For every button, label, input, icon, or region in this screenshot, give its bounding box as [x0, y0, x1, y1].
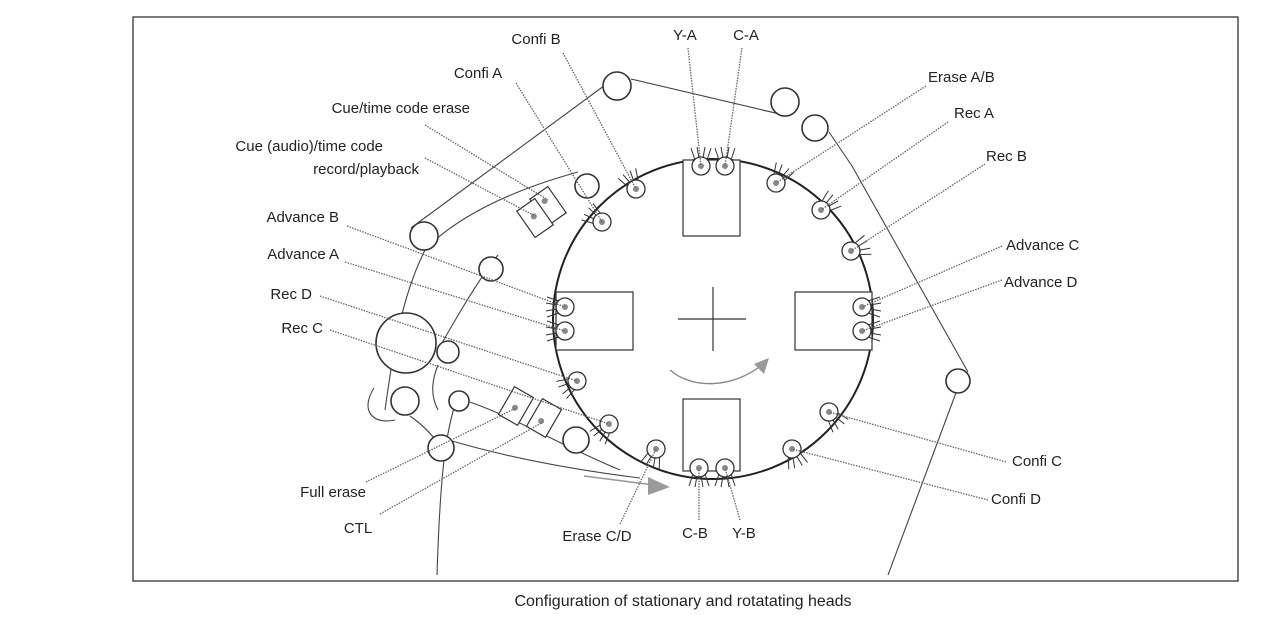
head-y-b: [714, 458, 736, 488]
head-c-a: [714, 146, 736, 176]
label-c-a: C-A: [733, 27, 759, 44]
label-advance-b: Advance B: [266, 209, 339, 226]
roller: [375, 312, 437, 374]
roller: [436, 340, 460, 364]
roller: [770, 87, 800, 117]
label-y-b: Y-B: [732, 525, 756, 542]
head-advance-b: [545, 296, 575, 318]
roller: [562, 426, 590, 454]
label-confi-b: Confi B: [511, 31, 560, 48]
head-drum: [552, 158, 874, 480]
label-rec-a: Rec A: [954, 105, 994, 122]
label-rec-d: Rec D: [270, 286, 312, 303]
label-confi-a: Confi A: [454, 65, 502, 82]
label-erase-ab: Erase A/B: [928, 69, 995, 86]
label-cue-record-line1: Cue (audio)/time code: [235, 138, 383, 155]
label-rec-b: Rec B: [986, 148, 1027, 165]
leader-lines: [319, 47, 1007, 525]
label-advance-a: Advance A: [267, 246, 339, 263]
cue-record-head: [515, 197, 555, 239]
tape-rollers: [375, 71, 971, 462]
head-advance-a: [545, 320, 575, 342]
roller: [409, 221, 439, 251]
roller: [602, 71, 632, 101]
label-advance-c: Advance C: [1006, 237, 1080, 254]
roller: [427, 434, 455, 462]
roller: [574, 173, 600, 199]
roller: [390, 386, 420, 416]
label-y-a: Y-A: [673, 27, 697, 44]
label-cue-record-line2: record/playback: [313, 161, 419, 178]
roller: [945, 368, 971, 394]
labels: Confi B Y-A C-A Confi A Erase A/B Cue/ti…: [235, 27, 1079, 545]
roller: [478, 256, 504, 282]
ctl-head: [525, 397, 563, 439]
head-advance-d: [852, 320, 882, 342]
roller: [448, 390, 470, 412]
full-erase-head: [497, 385, 535, 427]
stationary-heads: [497, 185, 568, 439]
label-cue-erase: Cue/time code erase: [332, 100, 470, 117]
diagram-frame: [132, 16, 1239, 582]
label-confi-d: Confi D: [991, 491, 1041, 508]
label-ctl: CTL: [344, 520, 372, 537]
label-confi-c: Confi C: [1012, 453, 1062, 470]
figure-caption: Configuration of stationary and rotatati…: [514, 593, 851, 610]
label-c-b: C-B: [682, 525, 708, 542]
label-erase-cd: Erase C/D: [562, 528, 631, 545]
tape-direction-arrow: [583, 475, 670, 495]
label-full-erase: Full erase: [300, 484, 366, 501]
label-advance-d: Advance D: [1004, 274, 1078, 291]
roller: [801, 114, 829, 142]
label-rec-c: Rec C: [281, 320, 323, 337]
